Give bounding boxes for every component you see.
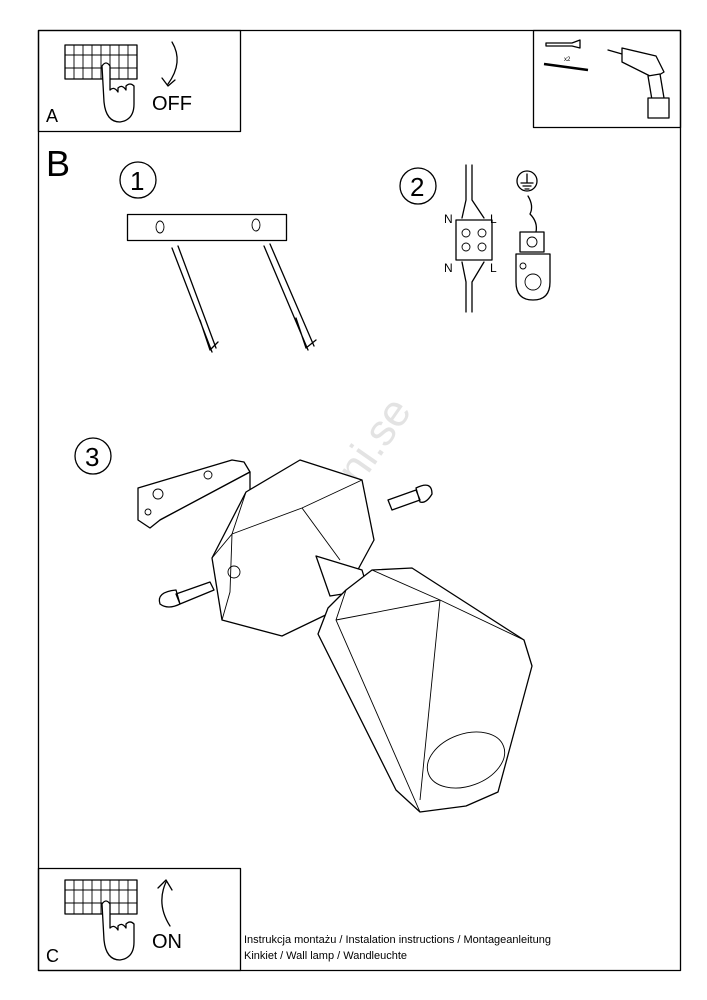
- neutral-top-label: N: [444, 212, 453, 226]
- wall-plug-left: [171, 245, 219, 353]
- wall-plug-icon: [545, 39, 581, 49]
- screw-left: [158, 581, 215, 608]
- footer-subtitle: Kinkiet / Wall lamp / Wandleuchte: [244, 950, 408, 962]
- terminal-block: [455, 164, 493, 313]
- live-top-label: L: [490, 212, 497, 226]
- panel-c-letter: C: [46, 946, 59, 966]
- quantity-label: x2: [564, 57, 571, 63]
- hand-icon: [101, 62, 135, 123]
- step-2: 2 N L N L: [399, 164, 551, 313]
- arrow-up-icon: [157, 879, 173, 927]
- screw-right: [387, 484, 433, 511]
- off-label: OFF: [152, 93, 192, 115]
- step-3-number: 3: [85, 442, 99, 472]
- footer-title: Instrukcja montażu / Instalation instruc…: [244, 934, 551, 946]
- live-bottom-label: L: [490, 261, 497, 275]
- panel-a: OFF A: [37, 29, 242, 133]
- panel-c: ON C: [37, 867, 242, 972]
- on-label: ON: [152, 931, 182, 953]
- step-1: 1: [119, 161, 317, 353]
- page-frame: [37, 29, 682, 972]
- mounting-bracket: [126, 213, 288, 242]
- lamp-spotlight: [317, 567, 533, 813]
- breaker-box-icon: [64, 44, 138, 80]
- drill-icon: [607, 47, 670, 119]
- step-3: 3: [74, 437, 533, 813]
- neutral-bottom-label: N: [444, 261, 453, 275]
- step-2-number: 2: [410, 172, 424, 202]
- section-b-letter: B: [46, 143, 70, 184]
- panel-a-letter: A: [46, 106, 58, 126]
- breaker-box-icon: [64, 879, 138, 915]
- arrow-down-icon: [161, 41, 178, 87]
- wall-plug-right: [263, 243, 317, 351]
- hand-icon: [101, 900, 135, 961]
- ground-terminal: [515, 231, 551, 301]
- screw-icon: [543, 62, 589, 72]
- tools-panel: x2: [532, 29, 682, 129]
- ground-symbol-icon: [516, 170, 538, 192]
- step-1-number: 1: [130, 166, 144, 196]
